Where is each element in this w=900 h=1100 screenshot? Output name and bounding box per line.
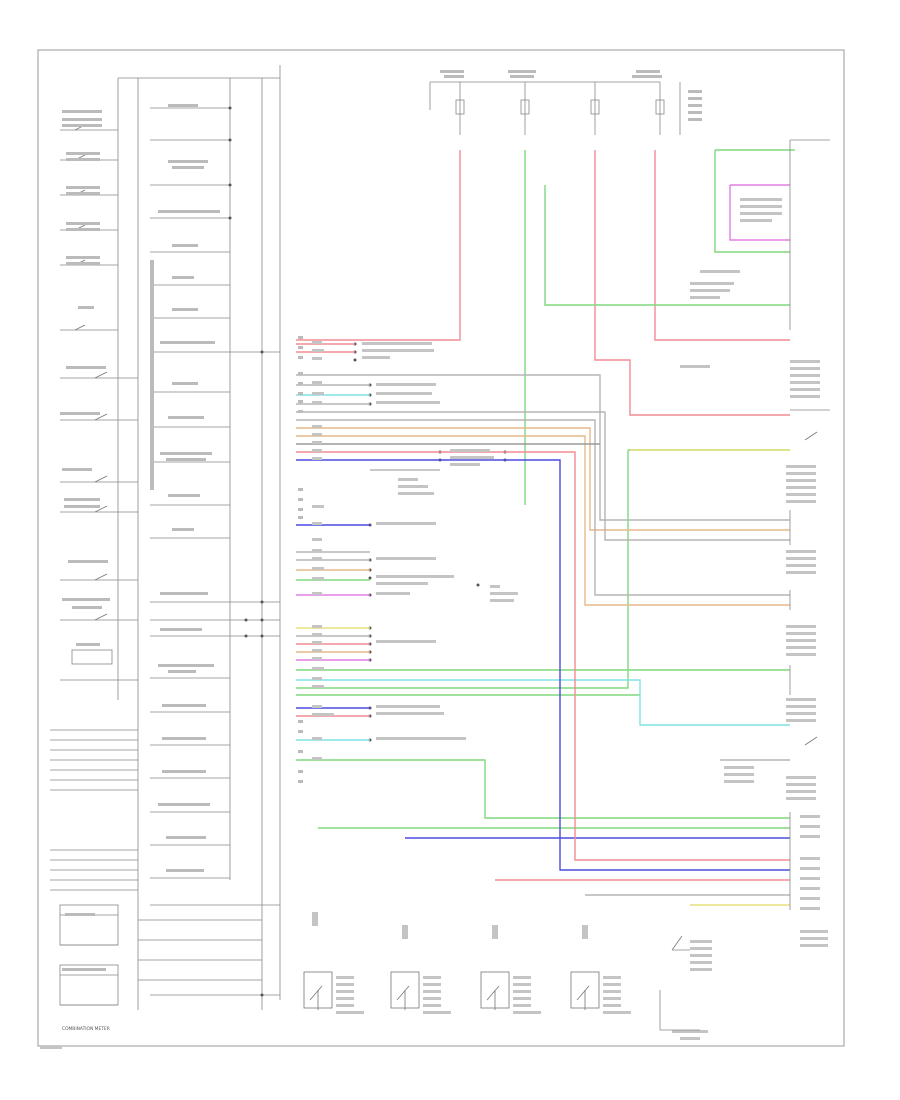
right-components (659, 139, 830, 1031)
bottom-sensor-text (312, 912, 631, 1014)
page-code (40, 1046, 62, 1049)
top-fuse-text (440, 70, 702, 121)
connector-dots (228, 106, 507, 997)
top-fuse-block (429, 81, 681, 135)
bottom-sensors (303, 971, 600, 1010)
module-labels (60, 104, 220, 971)
pin-markers (298, 336, 303, 783)
footer-left-label: COMBINATION METER (62, 1026, 110, 1032)
system-labels (312, 341, 518, 760)
left-switch-column (50, 65, 281, 1010)
switch-symbols (74, 124, 818, 951)
wires (296, 149, 795, 906)
diagram-frame (37, 49, 845, 1047)
right-component-labels (672, 198, 828, 1040)
